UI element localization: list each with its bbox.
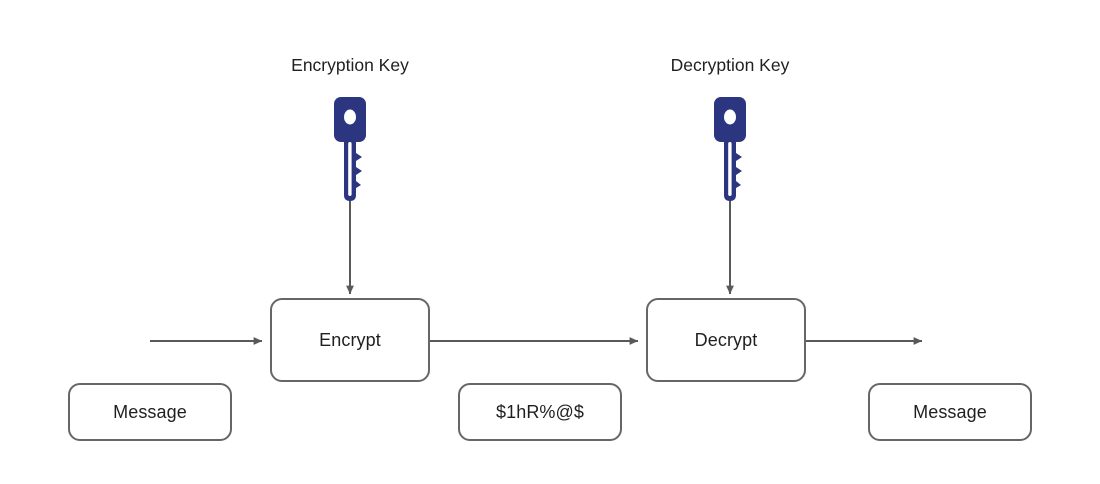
message-input-node[interactable]: Message	[68, 383, 232, 441]
decrypt-node[interactable]: Decrypt	[646, 298, 806, 382]
ciphertext-node[interactable]: $1hR%@$	[458, 383, 622, 441]
decryption-key-label: Decryption Key	[670, 55, 790, 75]
key-icon	[714, 97, 746, 201]
encryption-key-label: Encryption Key	[291, 55, 409, 75]
key-icon	[334, 97, 366, 201]
message-output-node[interactable]: Message	[868, 383, 1032, 441]
encrypt-node[interactable]: Encrypt	[270, 298, 430, 382]
